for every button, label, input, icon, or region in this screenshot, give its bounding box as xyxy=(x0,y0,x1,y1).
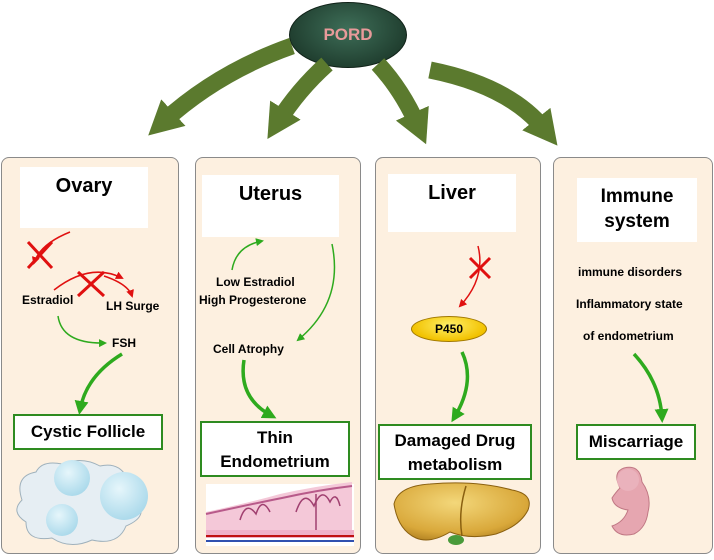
immune-disorders-label: immune disorders xyxy=(578,265,683,279)
ovary-red-arrow-2 xyxy=(53,271,124,291)
cell-atrophy-label: Cell Atrophy xyxy=(213,342,284,356)
ovary-title: Ovary xyxy=(20,167,148,228)
low-estradiol-label: Low Estradiol xyxy=(216,275,295,289)
liver-title: Liver xyxy=(388,174,516,232)
ovary-red-arrow-1 xyxy=(31,231,71,265)
pord-label: PORD xyxy=(323,25,373,44)
immune-green-arrow-outcome xyxy=(632,352,669,423)
cross-icon-2 xyxy=(76,270,106,298)
high-progesterone-label: High Progesterone xyxy=(199,293,307,307)
uterus-green-arrow-outcome xyxy=(241,359,277,419)
cystic-follicle-box: Cystic Follicle xyxy=(13,414,163,450)
damaged-drug-box: Damaged Drug metabolism xyxy=(378,424,532,480)
uterus-green-arrow-down xyxy=(296,243,336,342)
thin-endometrium-box: Thin Endometrium xyxy=(200,421,350,477)
ovary-red-arrow-3 xyxy=(103,275,134,298)
uterus-green-arrow-up xyxy=(231,238,264,271)
follicle-illustration xyxy=(16,460,148,545)
immune-title: Immune system xyxy=(577,178,697,242)
uterus-title: Uterus xyxy=(202,175,339,237)
fsh-label: FSH xyxy=(112,336,136,350)
p450-node: P450 xyxy=(411,316,487,342)
endometrium-label: of endometrium xyxy=(583,329,674,343)
pord-node: PORD xyxy=(289,2,407,68)
big-arrow-liver xyxy=(371,58,429,145)
big-arrow-ovary xyxy=(148,37,295,136)
inflammatory-state-label: Inflammatory state xyxy=(576,297,683,311)
cross-icon-3 xyxy=(468,256,492,280)
embryo-icon xyxy=(611,466,650,536)
liver-red-arrow xyxy=(458,245,481,308)
miscarriage-box: Miscarriage xyxy=(576,424,696,460)
ovary-green-arrow-fsh xyxy=(57,315,107,348)
liver-green-arrow-outcome xyxy=(451,351,470,423)
big-arrow-immune xyxy=(428,61,558,146)
p450-label: P450 xyxy=(434,322,464,336)
endometrium-illustration xyxy=(205,482,354,546)
lh-surge-label: LH Surge xyxy=(106,299,160,313)
big-arrow-uterus xyxy=(267,57,333,139)
cross-icon-1 xyxy=(26,240,54,270)
liver-illustration xyxy=(393,482,530,545)
ovary-green-arrow-outcome xyxy=(74,352,123,415)
estradiol-label: Estradiol xyxy=(22,293,74,307)
